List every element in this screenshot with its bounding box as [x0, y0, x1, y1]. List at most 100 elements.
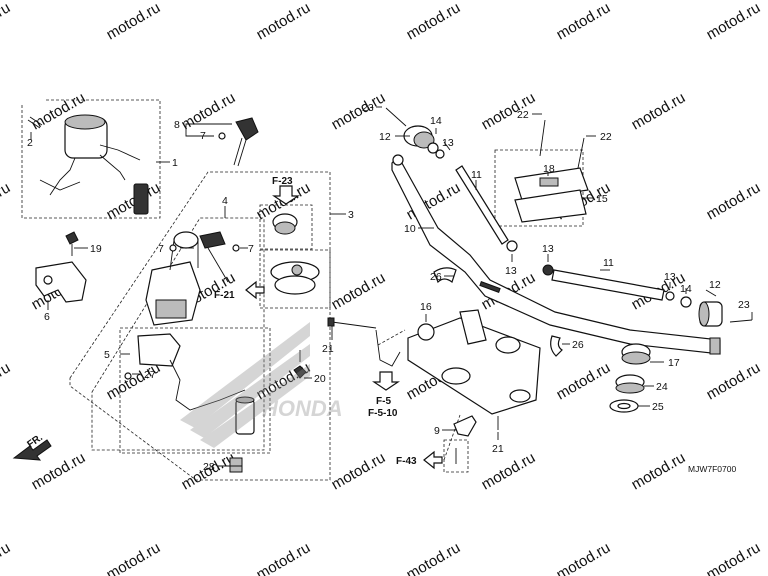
arrow-f5	[372, 371, 400, 391]
weight-rod-left	[455, 165, 509, 245]
callouts: 1 2 3 4 5 6 7 7 7 8 9 10 11 11 12 12 13 …	[27, 102, 750, 473]
watermark-text: motod.ru	[554, 0, 614, 43]
watermark-text: motod.ru	[104, 0, 164, 43]
callout-26a: 26	[430, 271, 442, 283]
callout-16: 16	[420, 301, 432, 313]
honda-wing-logo: HONDA	[180, 322, 343, 448]
callout-5: 5	[104, 349, 110, 361]
watermark-text: motod.ru	[0, 359, 13, 403]
screw-27	[124, 372, 132, 380]
ring-14a	[427, 142, 439, 154]
callout-14b: 14	[680, 283, 692, 295]
bracket-6	[35, 261, 87, 303]
watermark-text: motod.ru	[704, 179, 764, 223]
callout-21a: 21	[322, 343, 334, 355]
callout-15: 15	[596, 193, 608, 205]
washer-7c	[232, 244, 240, 252]
nut-24	[615, 374, 645, 394]
weight-rod-right	[551, 269, 665, 301]
washer-25	[609, 399, 639, 413]
ref-f21: F-21	[214, 290, 235, 301]
callout-13c: 13	[542, 243, 554, 255]
watermark-text: motod.ru	[629, 89, 689, 133]
callout-11b: 11	[603, 257, 614, 269]
watermark-text: motod.ru	[704, 539, 764, 576]
bolt-19	[65, 231, 79, 256]
ring-13b	[506, 240, 518, 252]
ring-14b	[680, 296, 692, 308]
front-direction-arrow: FR.	[12, 432, 52, 461]
watermark-text: motod.ru	[629, 449, 689, 493]
watermark-text: motod.ru	[704, 0, 764, 43]
box-1	[21, 99, 161, 219]
callout-10: 10	[404, 223, 416, 235]
brand-mark: HONDA	[262, 396, 343, 421]
diagram-code: MJW7F0700	[688, 464, 736, 474]
box-5	[119, 327, 271, 454]
watermark-text: motod.ru	[0, 179, 13, 223]
callout-7b: 7	[158, 243, 164, 255]
callout-17: 17	[668, 357, 680, 369]
watermark-text: motod.ru	[704, 359, 764, 403]
callout-1: 1	[172, 157, 178, 169]
callout-18: 18	[543, 163, 555, 175]
arrow-f43	[423, 450, 443, 470]
callout-4: 4	[222, 195, 228, 207]
bolt-22b	[577, 137, 585, 169]
bar-end-weight-right	[698, 301, 723, 327]
callout-6: 6	[44, 311, 50, 323]
callout-7c: 7	[248, 243, 254, 255]
stem-nut-17	[621, 343, 651, 365]
box-f43-tail	[443, 414, 461, 461]
lock-cap-lower	[270, 261, 320, 295]
bolt-20	[293, 350, 307, 379]
watermark-text: motod.ru	[254, 539, 314, 576]
wire-clip	[375, 329, 401, 367]
leader-lines	[30, 106, 753, 467]
watermark-text: motod.ru	[329, 449, 389, 493]
handlebar	[391, 154, 721, 355]
arrow-f21	[245, 280, 265, 300]
callout-28: 28	[203, 461, 215, 473]
sensor-assembly-5	[137, 333, 255, 435]
clamp-26b	[550, 335, 563, 357]
callout-23a: 23	[362, 102, 374, 114]
screw-23a	[385, 107, 407, 127]
ref-f5: F-5	[376, 396, 391, 407]
watermark-text: motod.ru	[554, 539, 614, 576]
callout-12a: 12	[379, 131, 391, 143]
clamp-26a	[433, 267, 457, 284]
ref-f43: F-43	[396, 456, 417, 467]
bolt-21a	[331, 321, 377, 329]
watermark-text: motod.ru	[0, 539, 13, 576]
box-3	[69, 171, 331, 481]
ignition-cylinder	[39, 114, 149, 215]
callout-22a: 22	[517, 109, 529, 121]
watermark-text: motod.ru	[104, 539, 164, 576]
callout-13a: 13	[442, 137, 454, 149]
callout-14a: 14	[430, 115, 442, 127]
watermark-text: motod.ru	[104, 179, 164, 223]
watermark-text: motod.ru	[254, 0, 314, 43]
ref-f5-10: F-5-10	[368, 408, 398, 419]
box-f5-tail	[377, 329, 406, 346]
callout-27: 27	[144, 369, 156, 381]
callout-13b: 13	[505, 265, 517, 277]
watermark-text: motod.ru	[0, 0, 13, 43]
washer-7b	[169, 244, 177, 252]
bolt-22a	[539, 119, 546, 157]
callout-13d: 13	[664, 271, 676, 283]
lock-cap-upper	[272, 213, 298, 235]
key-8	[233, 117, 259, 167]
washer-7a	[218, 132, 226, 140]
callout-2: 2	[27, 137, 33, 149]
callout-26b: 26	[572, 339, 584, 351]
watermark-text: motod.ru	[479, 89, 539, 133]
clip-9	[453, 415, 477, 437]
bolt-21a-head	[327, 317, 335, 327]
watermark-text: motod.ru	[329, 269, 389, 313]
callout-12b: 12	[709, 279, 721, 291]
callout-21b: 21	[492, 443, 504, 455]
key-2	[27, 116, 43, 129]
